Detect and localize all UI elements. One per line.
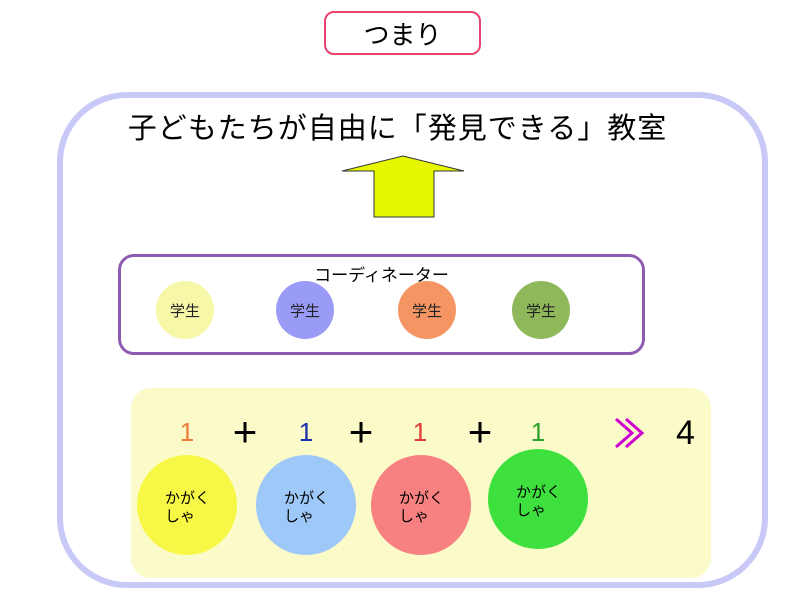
plus-sign: + bbox=[467, 408, 493, 455]
student-circle: 学生 bbox=[512, 281, 570, 339]
student-label: 学生 bbox=[289, 301, 320, 320]
student-label: 学生 bbox=[411, 301, 442, 320]
classroom-frame bbox=[57, 92, 768, 588]
scientist-label-line1: かがく bbox=[165, 489, 211, 507]
title-text: つまり bbox=[363, 20, 442, 51]
plus-sign: + bbox=[232, 408, 258, 455]
term-digit: 1 bbox=[530, 417, 546, 447]
scientist-label-line2: しゃ bbox=[516, 501, 547, 519]
coordinator-box: コーディネーター bbox=[118, 254, 645, 355]
term-digit: 1 bbox=[298, 417, 314, 447]
scientist-circle: かがく しゃ bbox=[488, 449, 588, 549]
scientist-circle: かがく しゃ bbox=[137, 455, 237, 555]
scientist-label-line1: かがく bbox=[516, 483, 562, 501]
scientist-label-line2: しゃ bbox=[284, 507, 315, 525]
scientist-label-line1: かがく bbox=[399, 489, 445, 507]
plus-sign: + bbox=[348, 408, 374, 455]
scientist-circle: かがく しゃ bbox=[256, 455, 356, 555]
result-value: 4 bbox=[676, 414, 695, 452]
scientist-label-line2: しゃ bbox=[399, 507, 430, 525]
term-digit: 1 bbox=[412, 417, 428, 447]
coordinator-label: コーディネーター bbox=[314, 266, 449, 286]
double-chevron-icon bbox=[615, 417, 645, 449]
term-digit: 1 bbox=[179, 417, 195, 447]
student-label: 学生 bbox=[525, 301, 556, 320]
scientist-label-line2: しゃ bbox=[165, 507, 196, 525]
up-arrow-icon bbox=[341, 155, 465, 218]
student-circle: 学生 bbox=[398, 281, 456, 339]
student-label: 学生 bbox=[169, 301, 200, 320]
scientist-label-line1: かがく bbox=[284, 489, 330, 507]
student-circle: 学生 bbox=[156, 281, 214, 339]
scientist-circle: かがく しゃ bbox=[371, 455, 471, 555]
title-box: つまり bbox=[324, 11, 481, 55]
headline: 子どもたちが自由に「発見できる」教室 bbox=[127, 111, 668, 145]
student-circle: 学生 bbox=[276, 281, 334, 339]
